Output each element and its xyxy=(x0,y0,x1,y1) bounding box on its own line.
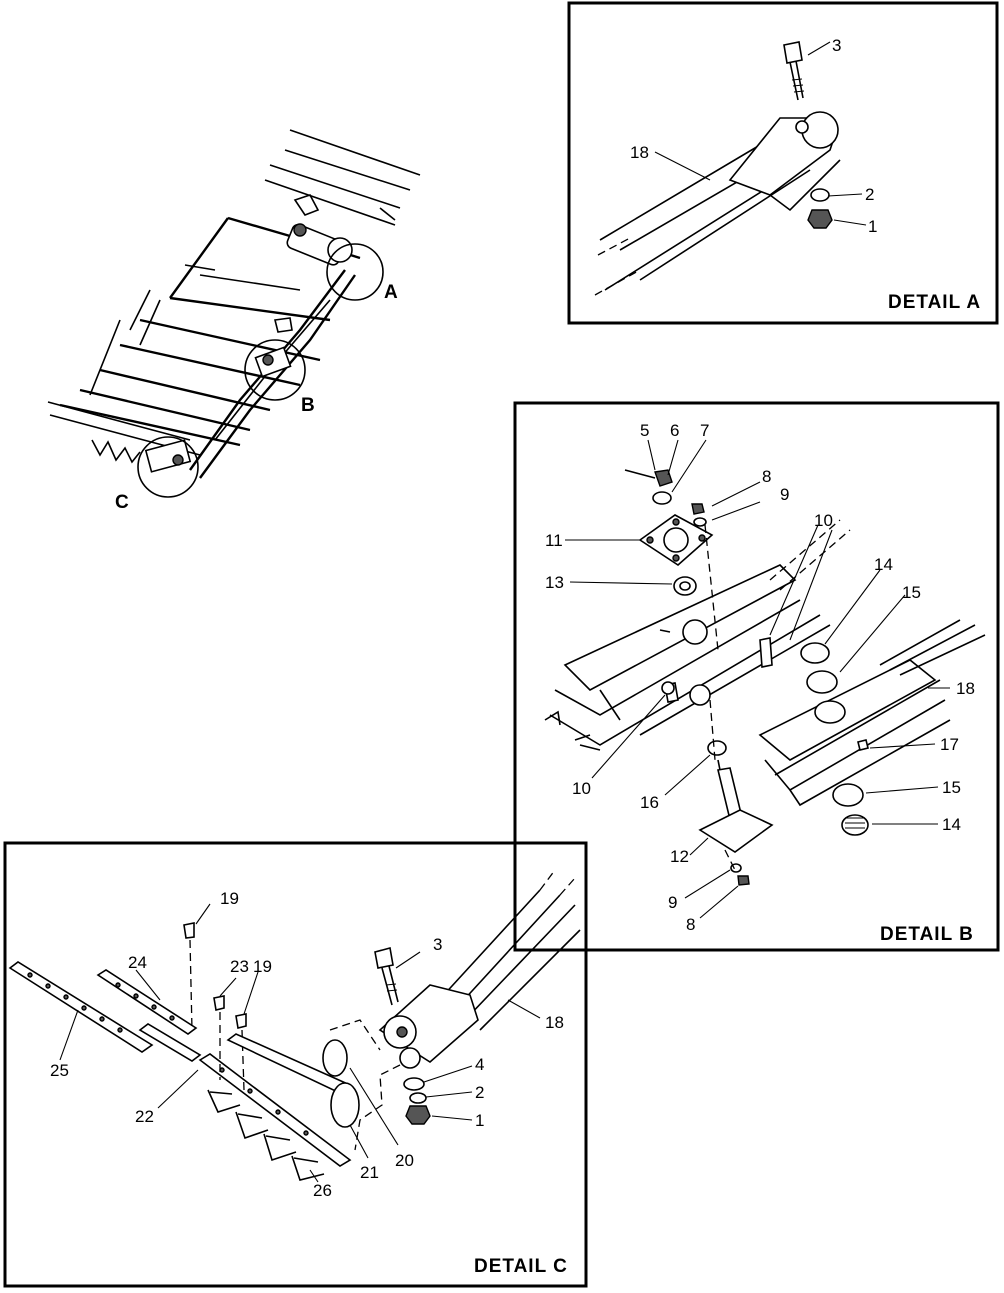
detail-b-title: DETAIL B xyxy=(880,924,974,945)
label-b-13: 13 xyxy=(545,573,564,592)
label-b-11: 11 xyxy=(545,531,563,550)
detail-a-panel: 3 18 2 1 DETAIL A xyxy=(567,1,999,325)
label-b-7: 7 xyxy=(700,421,709,440)
label-a-18: 18 xyxy=(630,143,649,162)
detail-c-title: DETAIL C xyxy=(474,1256,568,1277)
detail-b-panel: 5 6 7 8 9 10 11 13 14 15 18 10 16 17 15 … xyxy=(513,401,1000,952)
detail-b-marker xyxy=(244,339,306,401)
label-c-2: 2 xyxy=(475,1083,484,1102)
label-b-18: 18 xyxy=(956,679,975,698)
label-c-1: 1 xyxy=(475,1111,484,1130)
label-c-20: 20 xyxy=(395,1151,414,1170)
label-b-14-bottom: 14 xyxy=(942,815,961,834)
label-c-25: 25 xyxy=(50,1061,69,1080)
label-c-19-right: 19 xyxy=(253,957,272,976)
label-b-9-top: 9 xyxy=(780,485,789,504)
label-c-24: 24 xyxy=(128,953,147,972)
label-a-1: 1 xyxy=(868,217,877,236)
label-b-10-bottom: 10 xyxy=(572,779,591,798)
detail-c-marker xyxy=(137,436,199,498)
callout-c: C xyxy=(115,492,129,513)
label-b-10-top: 10 xyxy=(814,511,833,530)
detail-a-title: DETAIL A xyxy=(888,292,981,313)
label-c-22: 22 xyxy=(135,1107,154,1126)
callout-b: B xyxy=(301,395,315,416)
label-a-2: 2 xyxy=(865,185,874,204)
overview-assembly: A B C xyxy=(47,129,421,513)
label-c-4: 4 xyxy=(475,1055,484,1074)
label-c-19-left: 19 xyxy=(220,889,239,908)
label-b-16: 16 xyxy=(640,793,659,812)
label-b-9-bottom: 9 xyxy=(668,893,677,912)
label-b-17: 17 xyxy=(940,735,959,754)
label-c-18: 18 xyxy=(545,1013,564,1032)
label-c-26: 26 xyxy=(313,1181,332,1200)
label-b-15-top: 15 xyxy=(902,583,921,602)
label-b-15-bottom: 15 xyxy=(942,778,961,797)
label-b-14-top: 14 xyxy=(874,555,893,574)
detail-c-panel: 19 24 23 19 3 18 25 22 4 2 1 20 21 26 DE… xyxy=(3,841,588,1288)
label-a-3: 3 xyxy=(832,36,841,55)
detail-a-marker xyxy=(326,243,384,301)
label-c-3: 3 xyxy=(433,935,442,954)
label-b-12: 12 xyxy=(670,847,689,866)
callout-a: A xyxy=(384,282,398,303)
label-b-5: 5 xyxy=(640,421,649,440)
label-b-8-top: 8 xyxy=(762,467,771,486)
label-c-21: 21 xyxy=(360,1163,379,1182)
label-c-23: 23 xyxy=(230,957,249,976)
label-b-6: 6 xyxy=(670,421,679,440)
label-b-8-bottom: 8 xyxy=(686,915,695,934)
